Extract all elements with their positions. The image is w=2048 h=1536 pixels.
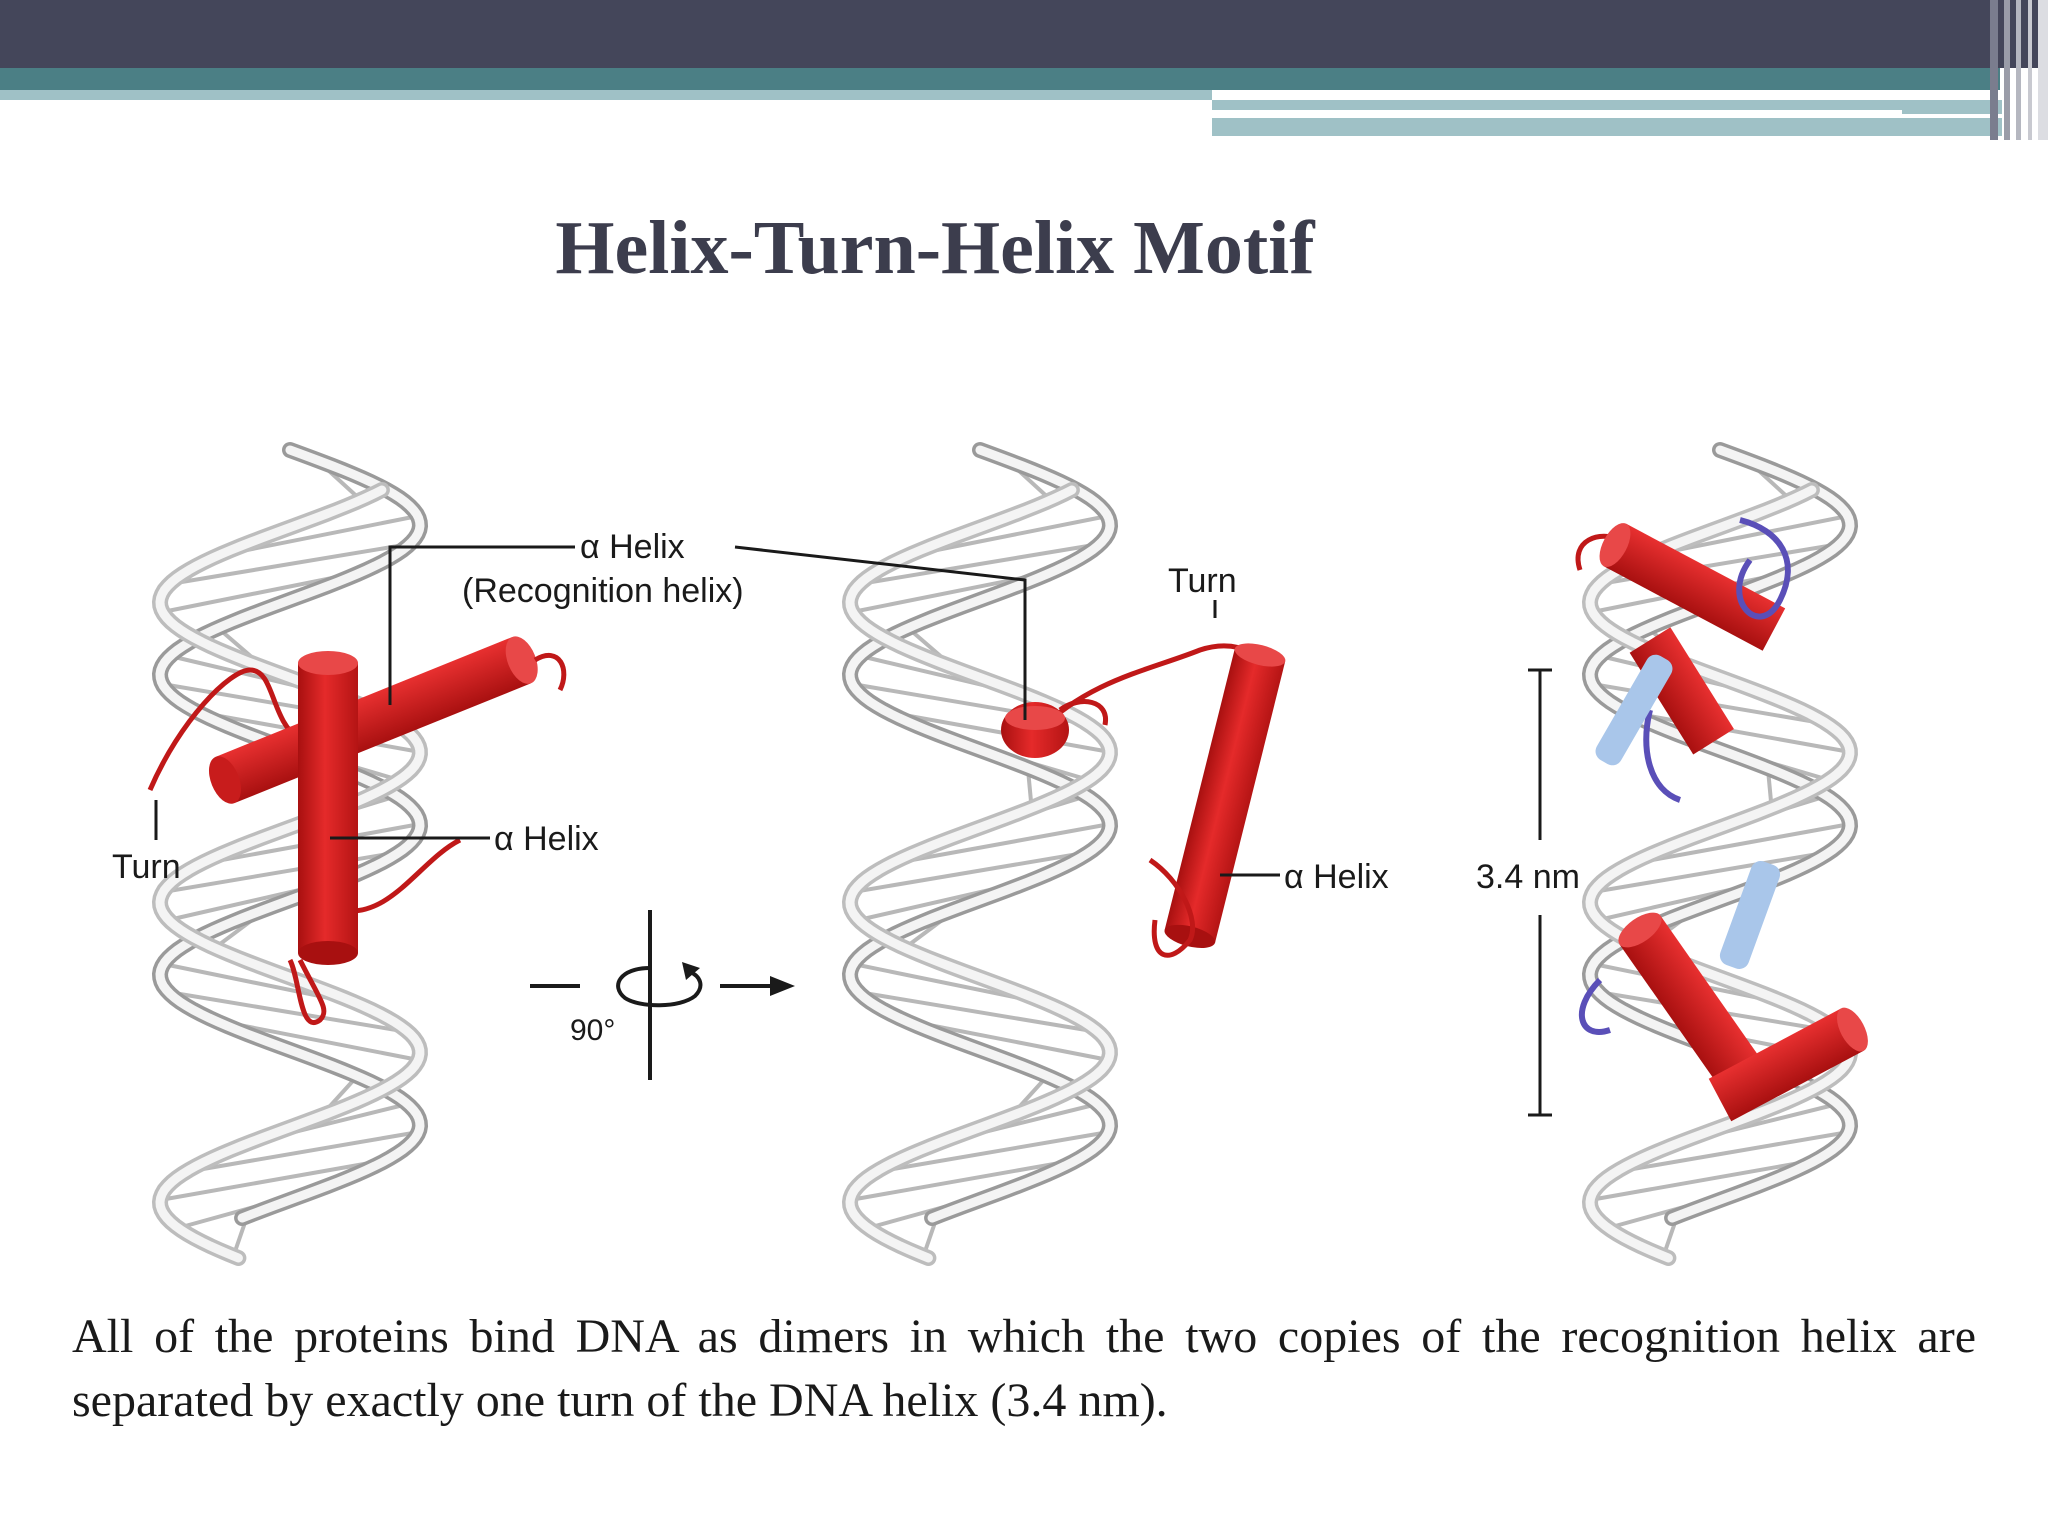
header-bar: [0, 0, 2048, 68]
header-accent-line: [1212, 110, 1902, 116]
rotation-curl-arrow-icon: [682, 962, 700, 980]
header-accent-band-light: [0, 90, 1212, 100]
dna-double-helix-left: [151, 442, 429, 1266]
label-alpha-helix-recognition: α Helix: [580, 528, 685, 566]
label-distance: 3.4 nm: [1476, 858, 1580, 896]
rotation-90-icon: [530, 910, 770, 1080]
helix-turn-helix-diagram: α Helix (Recognition helix) Turn Turn α …: [112, 442, 1868, 1266]
dna-backbone-strand: [1585, 485, 1855, 1263]
base-pair: [159, 1158, 387, 1202]
slide-caption: All of the proteins bind DNA as dimers i…: [72, 1310, 1976, 1427]
dna-double-helix-right: [1581, 442, 1859, 1266]
base-pair: [857, 990, 1099, 1034]
base-pair: [1615, 1130, 1849, 1174]
protein-side-view: [1001, 643, 1286, 958]
base-pair: [852, 850, 1091, 894]
slide-title: Helix-Turn-Helix Motif: [555, 206, 1315, 290]
label-leader-lines: [154, 545, 1552, 1117]
base-pair: [849, 1158, 1077, 1202]
base-pair: [162, 850, 401, 894]
protein-dimer-view: [1575, 517, 1868, 1122]
base-pair: [889, 822, 1111, 866]
label-alpha-helix-left: α Helix: [494, 820, 599, 858]
rotation-arrow-icon: [770, 976, 795, 996]
base-pair: [875, 1130, 1109, 1174]
label-rotation: 90°: [570, 1014, 615, 1047]
label-recognition-helix: (Recognition helix): [462, 572, 744, 610]
base-pair: [169, 542, 411, 586]
label-turn-left: Turn: [112, 848, 181, 886]
dna-backbone-strand: [155, 485, 425, 1263]
base-pair: [859, 542, 1101, 586]
base-pair: [1592, 850, 1831, 894]
dna-double-helix-middle: [841, 442, 1119, 1266]
base-pair: [185, 1130, 419, 1174]
header-edge-stripe: [2004, 0, 2010, 140]
header-edge-stripe: [1990, 0, 1998, 140]
header-edge-stripe: [2038, 0, 2048, 140]
base-pair: [1629, 822, 1851, 866]
base-pair: [886, 710, 1111, 754]
label-turn-top: Turn: [1168, 562, 1237, 600]
protein-front-view: [147, 636, 567, 1025]
header-accent-band-right-lower: [1212, 118, 2002, 136]
base-pair: [167, 990, 409, 1034]
label-alpha-helix-middle: α Helix: [1284, 858, 1389, 896]
dna-backbone-strand: [845, 485, 1115, 1263]
base-pair: [1589, 1158, 1817, 1202]
base-pair: [1626, 710, 1851, 754]
header-edge-stripe: [2016, 0, 2021, 140]
header-edge-stripe: [2028, 0, 2032, 140]
header-accent-band: [0, 68, 2000, 90]
